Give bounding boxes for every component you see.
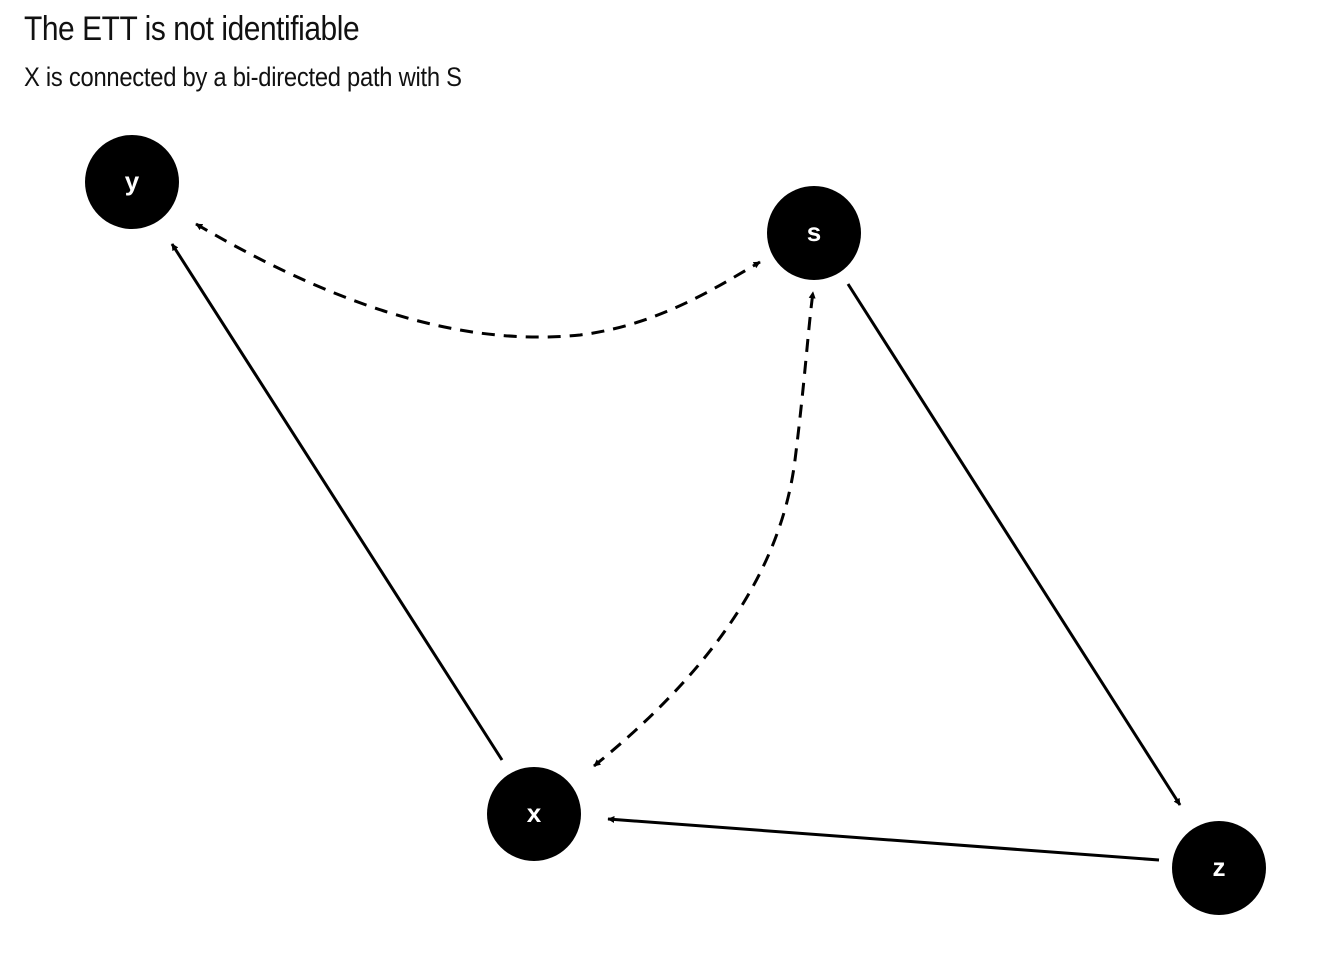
page-subtitle: X is connected by a bi-directed path wit… xyxy=(24,62,462,92)
node-z-circle xyxy=(1172,821,1266,915)
nodes-layer: y s x z xyxy=(85,135,1266,915)
edge-s-z-directed xyxy=(846,283,1182,806)
node-s-circle xyxy=(767,186,861,280)
node-z-label: z xyxy=(1213,852,1226,882)
node-x-circle xyxy=(487,767,581,861)
page-title: The ETT is not identifiable xyxy=(24,10,360,48)
node-x: x xyxy=(487,767,581,861)
edge-z-x-directed xyxy=(607,815,1160,862)
node-s: s xyxy=(767,186,861,280)
edges-layer xyxy=(170,222,1182,862)
node-x-label: x xyxy=(527,798,542,828)
node-y-circle xyxy=(85,135,179,229)
node-z: z xyxy=(1172,821,1266,915)
edge-y-s-bidirected xyxy=(195,222,761,339)
node-y-label: y xyxy=(125,166,140,196)
edge-x-y-directed xyxy=(170,243,504,761)
node-y: y xyxy=(85,135,179,229)
node-s-label: s xyxy=(807,217,821,247)
edge-x-s-bidirected xyxy=(593,291,816,768)
